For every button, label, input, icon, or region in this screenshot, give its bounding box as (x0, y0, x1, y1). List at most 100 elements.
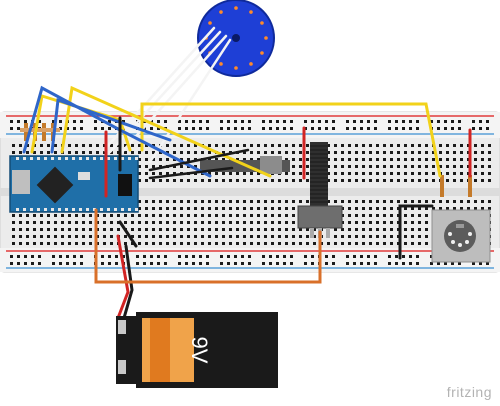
breadboard-hole (101, 262, 104, 265)
breadboard-hole (264, 235, 267, 238)
breadboard-hole (75, 235, 78, 238)
breadboard-hole (285, 221, 288, 224)
breadboard-hole (460, 179, 463, 182)
breadboard-hole (327, 172, 330, 175)
breadboard-hole (374, 262, 377, 265)
breadboard-hole (481, 158, 484, 161)
breadboard-hole (425, 179, 428, 182)
breadboard-hole (159, 221, 162, 224)
breadboard-hole (437, 127, 440, 130)
breadboard-hole (257, 151, 260, 154)
breadboard-hole (75, 242, 78, 245)
breadboard-hole (446, 158, 449, 161)
breadboard-hole (376, 221, 379, 224)
breadboard-hole (152, 165, 155, 168)
breadboard-hole (124, 242, 127, 245)
breadboard-hole (299, 235, 302, 238)
breadboard-hole (411, 151, 414, 154)
breadboard-hole (187, 242, 190, 245)
breadboard-hole (250, 228, 253, 231)
breadboard-hole (187, 207, 190, 210)
breadboard-hole (488, 207, 491, 210)
breadboard-hole (185, 127, 188, 130)
breadboard-hole (194, 221, 197, 224)
breadboard-hole (292, 172, 295, 175)
breadboard-hole (33, 235, 36, 238)
breadboard-hole (187, 235, 190, 238)
breadboard-hole (278, 207, 281, 210)
breadboard-hole (481, 179, 484, 182)
breadboard-hole (229, 172, 232, 175)
breadboard-hole (304, 255, 307, 258)
breadboard-hole (194, 144, 197, 147)
breadboard-hole (68, 214, 71, 217)
breadboard-hole (409, 127, 412, 130)
breadboard-hole (327, 242, 330, 245)
breadboard-hole (250, 207, 253, 210)
breadboard-hole (243, 151, 246, 154)
breadboard-hole (306, 228, 309, 231)
breadboard-hole (173, 151, 176, 154)
microcontroller-chip (36, 166, 74, 204)
breadboard-hole (47, 214, 50, 217)
breadboard-hole (404, 165, 407, 168)
breadboard-hole (474, 165, 477, 168)
breadboard-hole (173, 165, 176, 168)
breadboard-hole (173, 242, 176, 245)
breadboard-hole (166, 242, 169, 245)
breadboard-hole (299, 200, 302, 203)
breadboard-hole (355, 151, 358, 154)
breadboard-hole (411, 144, 414, 147)
breadboard-hole (131, 235, 134, 238)
rotary-encoder-disc (197, 0, 275, 77)
breadboard-hole (271, 242, 274, 245)
breadboard-hole (229, 144, 232, 147)
breadboard-hole (108, 120, 111, 123)
breadboard-hole (360, 127, 363, 130)
nano-pin (65, 157, 68, 160)
breadboard-hole (122, 255, 125, 258)
breadboard-hole (404, 235, 407, 238)
breadboard-hole (47, 228, 50, 231)
breadboard-hole (472, 127, 475, 130)
breadboard-hole (257, 144, 260, 147)
breadboard-hole (278, 179, 281, 182)
breadboard-hole (108, 255, 111, 258)
breadboard-hole (152, 158, 155, 161)
breadboard-hole (145, 144, 148, 147)
breadboard-hole (348, 221, 351, 224)
breadboard-hole (89, 242, 92, 245)
breadboard-hole (313, 242, 316, 245)
breadboard-hole (292, 228, 295, 231)
nano-pin (86, 208, 89, 211)
breadboard-hole (376, 172, 379, 175)
breadboard-hole (236, 235, 239, 238)
breadboard-hole (222, 200, 225, 203)
breadboard-hole (19, 228, 22, 231)
breadboard-hole (460, 200, 463, 203)
breadboard-hole (292, 207, 295, 210)
breadboard-hole (208, 207, 211, 210)
breadboard-hole (362, 172, 365, 175)
breadboard-hole (292, 221, 295, 224)
breadboard-hole (215, 200, 218, 203)
breadboard-hole (131, 242, 134, 245)
breadboard-hole (278, 221, 281, 224)
breadboard-hole (166, 214, 169, 217)
breadboard-hole (208, 144, 211, 147)
breadboard-hole (180, 228, 183, 231)
breadboard-hole (24, 262, 27, 265)
breadboard-hole (250, 242, 253, 245)
breadboard-hole (383, 144, 386, 147)
nano-pin (107, 208, 110, 211)
breadboard-hole (40, 242, 43, 245)
breadboard-hole (376, 207, 379, 210)
breadboard-hole (458, 262, 461, 265)
breadboard-hole (327, 158, 330, 161)
breadboard-hole (425, 158, 428, 161)
breadboard-hole (472, 262, 475, 265)
breadboard-hole (80, 120, 83, 123)
nano-pin (135, 208, 138, 211)
breadboard-hole (367, 127, 370, 130)
breadboard-hole (348, 158, 351, 161)
